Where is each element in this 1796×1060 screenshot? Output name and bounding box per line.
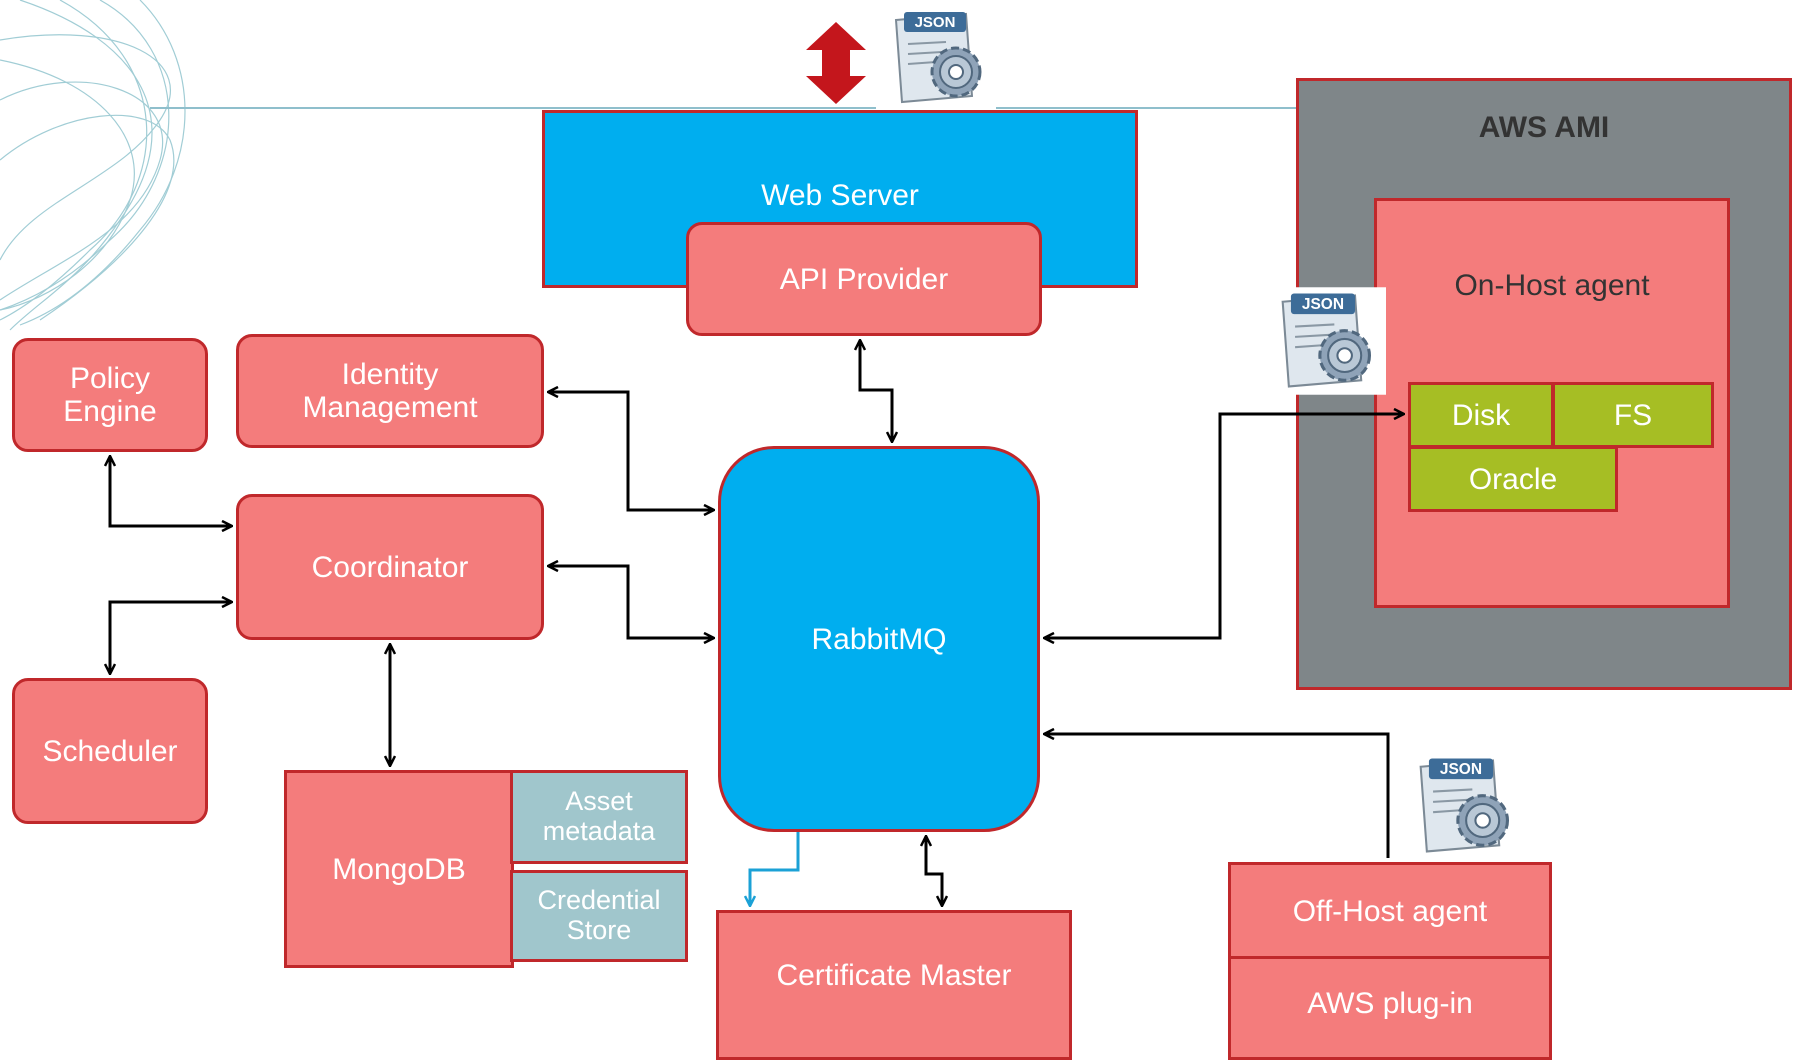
connector-api-rabbitmq bbox=[860, 340, 892, 442]
identity-management-label: Identity Management bbox=[302, 358, 478, 424]
svg-text:JSON: JSON bbox=[1440, 761, 1482, 778]
connector-identity-rabbitmq bbox=[548, 392, 714, 510]
external-double-arrow bbox=[806, 22, 866, 104]
disk-label: Disk bbox=[1451, 398, 1511, 432]
web-server-label: Web Server bbox=[761, 179, 919, 212]
identity-management: Identity Management bbox=[236, 334, 544, 448]
mongodb-label: MongoDB bbox=[332, 852, 466, 886]
connector-coordinator-rabbitmq bbox=[548, 566, 714, 638]
credential-store: Credential Store bbox=[510, 870, 688, 962]
asset-metadata-label: Asset metadata bbox=[542, 786, 656, 846]
coordinator-label: Coordinator bbox=[311, 550, 469, 584]
json-config-icon: JSON bbox=[1262, 287, 1386, 395]
connector-rabbitmq-onhost bbox=[1044, 414, 1404, 638]
certificate-master-label: Certificate Master bbox=[776, 958, 1012, 992]
connector-policy-coordinator bbox=[110, 456, 232, 526]
scheduler: Scheduler bbox=[12, 678, 208, 824]
fs-label: FS bbox=[1613, 398, 1653, 432]
certificate-master: Certificate Master bbox=[716, 910, 1072, 1060]
oracle-plugin: Oracle bbox=[1408, 446, 1618, 512]
on-host-agent-label: On-Host agent bbox=[1454, 269, 1650, 302]
json-config-icon: JSON bbox=[876, 6, 996, 110]
asset-metadata: Asset metadata bbox=[510, 770, 688, 864]
json-config-icon: JSON bbox=[1400, 752, 1524, 860]
mongodb: MongoDB bbox=[284, 770, 514, 968]
connector-rabbitmq-offhost bbox=[1044, 734, 1390, 858]
coordinator: Coordinator bbox=[236, 494, 544, 640]
aws-ami-label: AWS AMI bbox=[1478, 111, 1610, 144]
rabbitmq: RabbitMQ bbox=[718, 446, 1040, 832]
policy-engine: Policy Engine bbox=[12, 338, 208, 452]
connector-scheduler-coordinator bbox=[110, 602, 232, 674]
credential-store-label: Credential Store bbox=[537, 885, 661, 945]
policy-engine-label: Policy Engine bbox=[63, 362, 157, 428]
oracle-label: Oracle bbox=[1468, 462, 1558, 496]
api-provider-label: API Provider bbox=[779, 262, 949, 296]
svg-text:JSON: JSON bbox=[915, 14, 956, 31]
aws-plugin-label: AWS plug-in bbox=[1307, 986, 1473, 1020]
api-provider: API Provider bbox=[686, 222, 1042, 336]
off-host-agent-label: Off-Host agent bbox=[1292, 894, 1488, 928]
connector-rabbitmq-certmaster-blue bbox=[750, 832, 800, 906]
fs-plugin: FS bbox=[1552, 382, 1714, 448]
rabbitmq-label: RabbitMQ bbox=[811, 622, 947, 656]
scheduler-label: Scheduler bbox=[42, 734, 178, 768]
svg-text:JSON: JSON bbox=[1302, 296, 1344, 313]
disk-plugin: Disk bbox=[1408, 382, 1554, 448]
connector-rabbitmq-certmaster bbox=[926, 836, 942, 906]
